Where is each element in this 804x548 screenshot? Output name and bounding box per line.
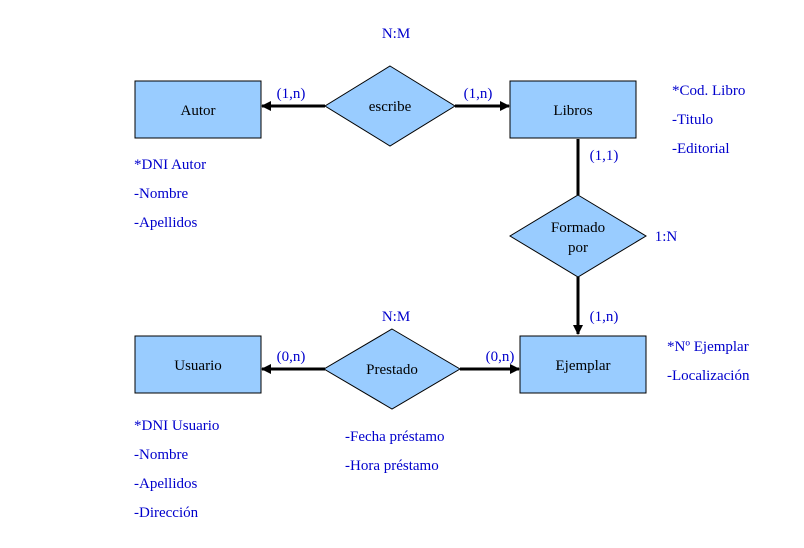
entity-libros: Libros (509, 80, 637, 139)
relationship-escribe-label: escribe (369, 99, 412, 115)
relationship-prestado-label: Prestado (366, 362, 418, 378)
ejemplar-attr-2: -Localización (667, 368, 750, 384)
libros-attr-2: -Titulo (672, 112, 714, 128)
autor-attr-2: -Nombre (134, 186, 189, 202)
prestado-ejemplar-cardinality: (0,n) (486, 349, 515, 365)
usuario-attributes: *DNI Usuario -Nombre -Apellidos -Direcci… (134, 412, 219, 528)
usuario-attr-1: *DNI Usuario (134, 418, 220, 434)
libros-attributes: *Cod. Libro -Titulo -Editorial (672, 77, 745, 164)
ejemplar-attributes: *Nº Ejemplar -Localización (667, 333, 749, 391)
prestado-attr-1: -Fecha préstamo (345, 429, 445, 445)
entity-ejemplar-label: Ejemplar (556, 358, 611, 374)
prestado-type-label: N:M (382, 309, 410, 325)
formado-libros-cardinality: (1,1) (590, 148, 619, 164)
escribe-type-label: N:M (382, 26, 410, 42)
prestado-attributes: -Fecha préstamo -Hora préstamo (345, 423, 445, 481)
entity-ejemplar: Ejemplar (519, 335, 647, 394)
prestado-usuario-cardinality: (0,n) (277, 349, 306, 365)
ejemplar-attr-1: *Nº Ejemplar (667, 339, 749, 355)
prestado-attr-2: -Hora préstamo (345, 458, 439, 474)
autor-attributes: *DNI Autor -Nombre -Apellidos (134, 151, 206, 238)
relationship-escribe: escribe (324, 65, 456, 147)
entity-autor-label: Autor (181, 103, 216, 119)
libros-attr-3: -Editorial (672, 141, 730, 157)
libros-attr-1: *Cod. Libro (672, 83, 746, 99)
escribe-autor-cardinality: (1,n) (277, 86, 306, 102)
entity-usuario: Usuario (134, 335, 262, 394)
escribe-libros-cardinality: (1,n) (464, 86, 493, 102)
relationship-prestado: Prestado (323, 328, 461, 410)
entity-libros-label: Libros (553, 103, 592, 119)
relationship-formado-label-line1: Formado (551, 220, 605, 236)
entity-usuario-label: Usuario (174, 358, 222, 374)
formado-type-label: 1:N (655, 229, 678, 245)
usuario-attr-3: -Apellidos (134, 476, 198, 492)
autor-attr-1: *DNI Autor (134, 157, 207, 173)
usuario-attr-2: -Nombre (134, 447, 189, 463)
usuario-attr-4: -Dirección (134, 505, 199, 521)
relationship-formado-por: Formado por (509, 194, 647, 278)
formado-ejemplar-cardinality: (1,n) (590, 309, 619, 325)
autor-attr-3: -Apellidos (134, 215, 198, 231)
entity-autor: Autor (134, 80, 262, 139)
relationship-formado-label-line2: por (568, 240, 588, 256)
